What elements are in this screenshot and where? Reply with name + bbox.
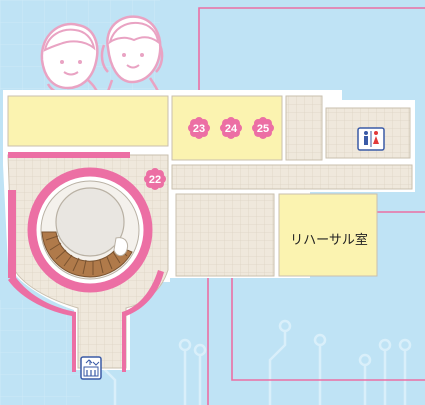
mascot-girl-icon xyxy=(100,15,164,97)
marker-23[interactable]: 23 xyxy=(188,117,210,139)
room-lower-center xyxy=(175,193,275,277)
marker-label: 23 xyxy=(193,123,205,135)
accent-band-left xyxy=(8,190,16,278)
marker-label: 25 xyxy=(257,123,269,135)
spiral-staircase xyxy=(41,231,133,278)
rehearsal-room-label: リハーサル室 xyxy=(290,232,368,248)
accent-band-bottom-left xyxy=(8,275,76,372)
elevator-icon[interactable] xyxy=(80,356,102,380)
marker-24[interactable]: 24 xyxy=(220,117,242,139)
mascot-boy-icon xyxy=(40,22,100,97)
circular-hall xyxy=(27,167,153,293)
accent-band-bottom-right xyxy=(122,270,164,372)
markers: 22 23 24 25 xyxy=(144,117,274,190)
children-mascot-illustration xyxy=(40,15,164,97)
room-top-left xyxy=(7,95,169,147)
rehearsal-room-area xyxy=(278,193,378,277)
restroom-icon[interactable] xyxy=(357,127,385,151)
marker-25[interactable]: 25 xyxy=(252,117,274,139)
accent-band-top xyxy=(8,152,130,158)
room-corridor-small xyxy=(285,95,323,161)
marker-22[interactable]: 22 xyxy=(144,168,166,190)
marker-label: 22 xyxy=(149,174,161,186)
marker-label: 24 xyxy=(225,123,238,135)
corridor-horizontal xyxy=(171,164,413,190)
